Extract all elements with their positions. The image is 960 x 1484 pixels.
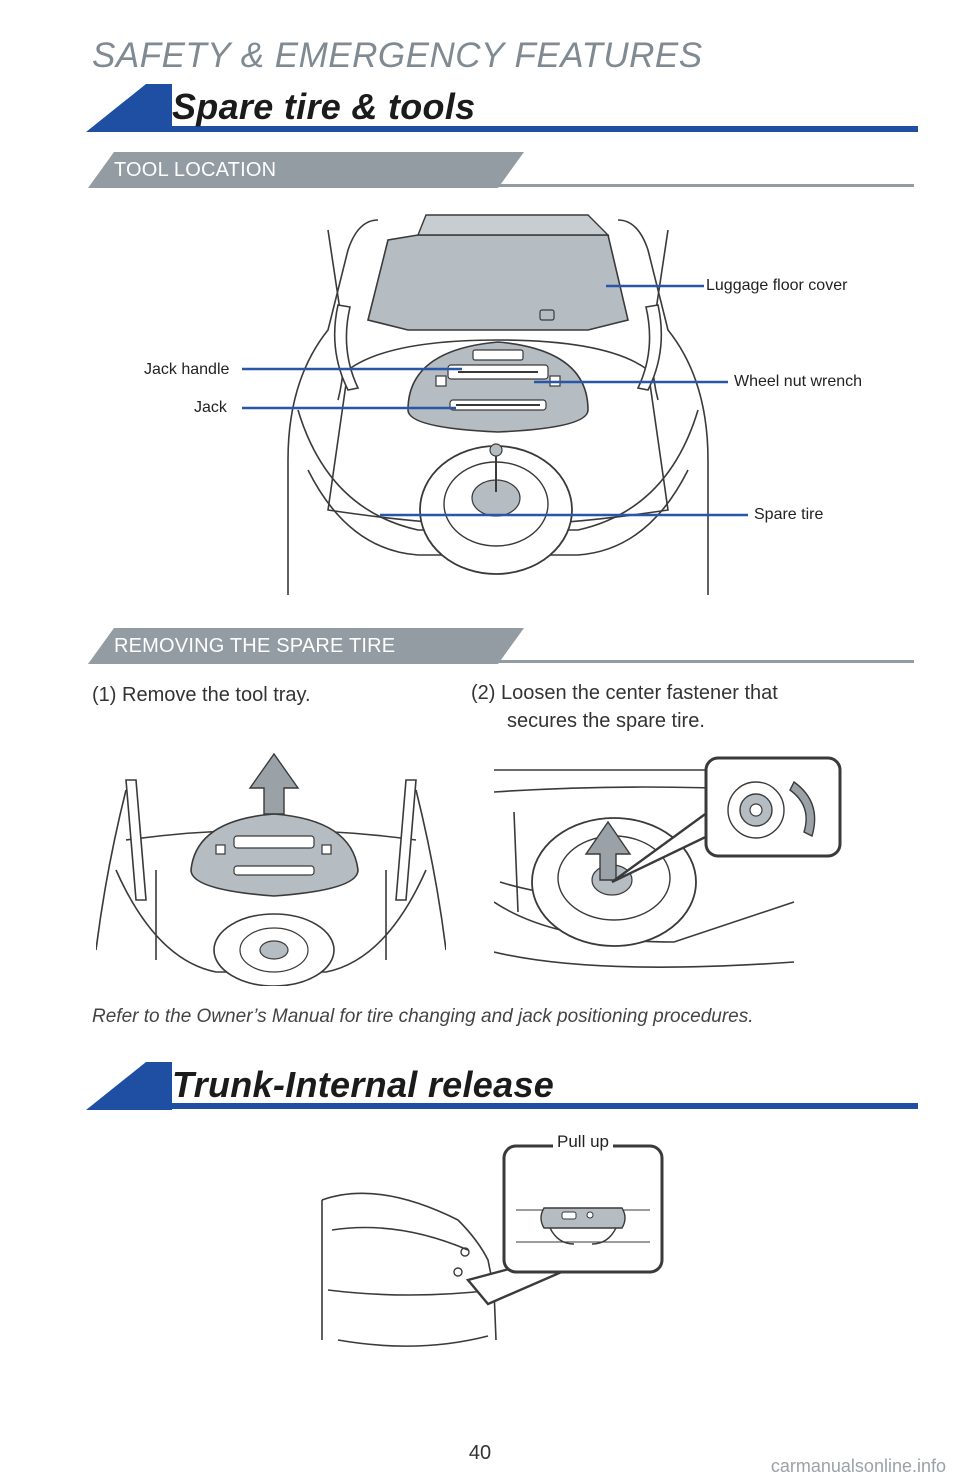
callout-leaders [242,284,748,517]
spare-tire-title: Spare tire & tools [172,86,476,127]
watermark: carmanualsonline.info [770,1456,946,1476]
label-luggage-floor-cover: Luggage floor cover [706,277,848,294]
label-wheel-nut-wrench: Wheel nut wrench [734,373,863,390]
label-spare-tire: Spare tire [754,506,824,523]
label-jack: Jack [194,399,227,416]
trunk-release-title-band: Trunk-Internal release [0,1062,960,1110]
trunk-release-illustration [321,1144,664,1347]
label-pull-up: Pull up [553,1132,613,1152]
title-wedge-2 [86,1062,918,1110]
page-number: 40 [468,1442,492,1464]
title-wedge [86,84,918,132]
step-2-text-line1: (2) Loosen the center fastener that [471,682,778,704]
label-jack-handle: Jack handle [144,361,230,378]
tool-location-heading: TOOL LOCATION [114,159,277,181]
section-kicker: SAFETY & EMERGENCY FEATURES [92,36,703,75]
step-1-text: (1) Remove the tool tray. [92,684,311,706]
procedure-note: Refer to the Owner’s Manual for tire cha… [92,1006,754,1027]
removing-spare-tire-heading: REMOVING THE SPARE TIRE [114,635,396,657]
loosen-fastener-illustration [494,756,842,968]
remove-tool-tray-illustration [96,752,446,986]
trunk-release-title: Trunk-Internal release [172,1064,555,1105]
spare-tire-title-band: Spare tire & tools [0,84,960,132]
trunk-tool-location-illustration [287,214,709,595]
step-2-text-line2: secures the spare tire. [507,710,705,732]
tool-location-band: TOOL LOCATION [0,152,960,188]
removing-spare-tire-band: REMOVING THE SPARE TIRE [0,628,960,664]
